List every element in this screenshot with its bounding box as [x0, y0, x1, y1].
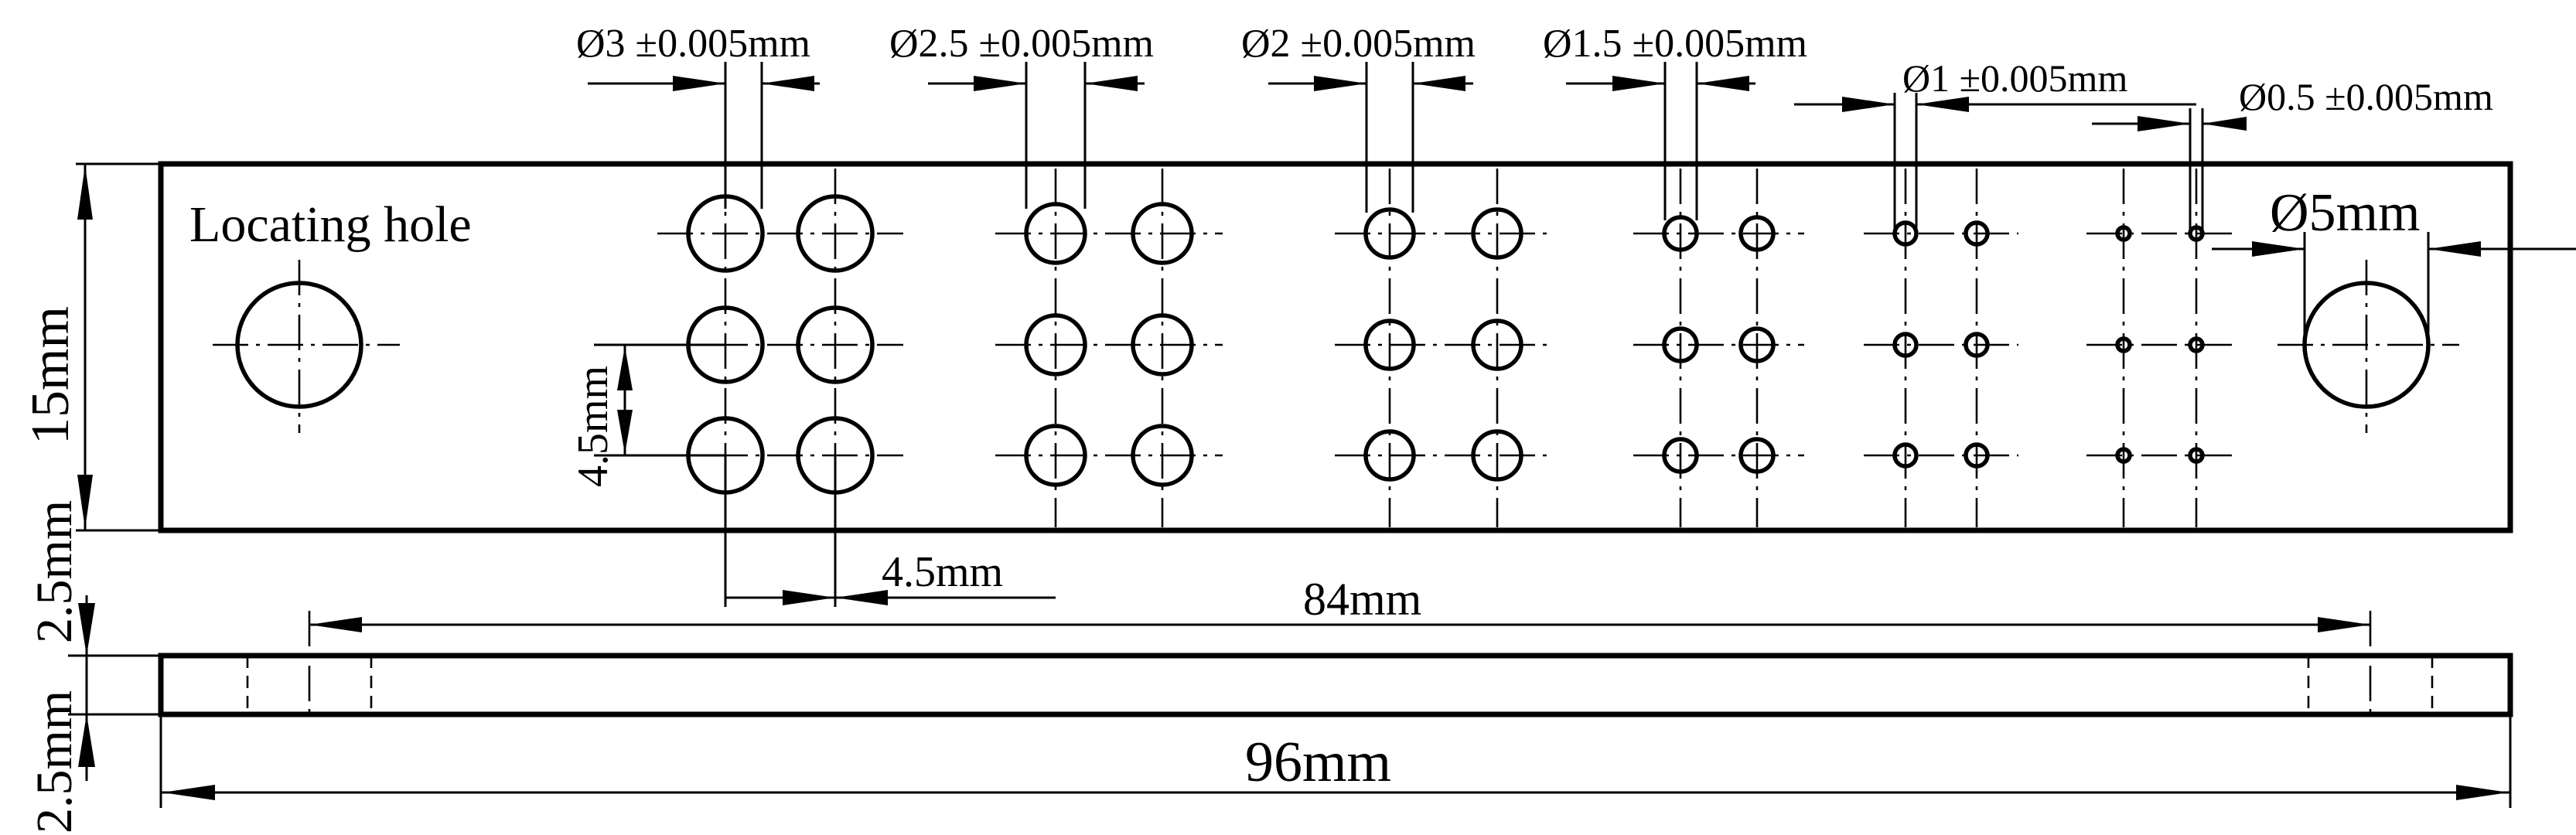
dim-d1_5 — [1566, 62, 1755, 220]
dim-hole-span — [309, 617, 2370, 632]
hole-group-d3 — [657, 169, 903, 527]
hole-d1_5 — [1738, 437, 1776, 474]
hole-d1 — [1892, 332, 1919, 358]
plate-width-label: 15mm — [21, 306, 80, 445]
hole-span-label: 84mm — [1303, 574, 1421, 625]
locating-hole-label: Locating hole — [189, 196, 472, 253]
plate-thickness-label-lower: 2.5mm — [26, 690, 83, 833]
right-locating-hole — [2277, 260, 2459, 433]
hole-d1 — [1892, 442, 1919, 469]
plate-side-view-outline — [158, 653, 2513, 717]
hole-d0_5 — [2188, 447, 2205, 464]
hole-d3 — [796, 305, 875, 384]
side-view-hidden-lines — [246, 611, 2434, 714]
hole-d3 — [796, 194, 875, 273]
hole-d1 — [1964, 220, 1990, 247]
column-pitch-label: 4.5mm — [882, 548, 1003, 596]
callout-d2: Ø2 ±0.005mm — [1241, 22, 1476, 66]
dim-column-pitch — [724, 455, 1056, 607]
hole-d2 — [1363, 429, 1416, 482]
hole-d2_5 — [1024, 313, 1087, 377]
callout-d0_5: Ø0.5 ±0.005mm — [2239, 75, 2493, 118]
hole-d1_5 — [1662, 326, 1699, 363]
dim-d3 — [588, 62, 820, 209]
dim-plate-thickness — [68, 595, 161, 781]
hole-d1 — [1964, 332, 1990, 358]
hole-d1_5 — [1662, 215, 1699, 252]
dim-d2 — [1268, 62, 1473, 213]
hole-d2 — [1363, 207, 1416, 260]
dim-d0_5 — [2092, 108, 2247, 230]
dim-d1 — [1794, 93, 2196, 228]
hole-group-d0_5 — [2086, 169, 2233, 527]
hole-d0_5 — [2188, 336, 2205, 353]
hole-d0_5 — [2115, 225, 2132, 242]
callout-d1: Ø1 ±0.005mm — [1902, 56, 2127, 100]
callout-d3: Ø3 ±0.005mm — [576, 22, 810, 66]
hole-group-d1 — [1864, 169, 2018, 527]
hole-group-d2_5 — [995, 169, 1223, 527]
hole-d2_5 — [1131, 424, 1194, 487]
plate-top-view-outline — [158, 161, 2513, 533]
callout-d1_5: Ø1.5 ±0.005mm — [1543, 22, 1807, 66]
hole-d1_5 — [1662, 437, 1699, 474]
dim-d2_5 — [928, 62, 1145, 209]
dim-plate-length — [159, 714, 2512, 808]
callout-d2_5: Ø2.5 ±0.005mm — [889, 22, 1154, 66]
hole-d0_5 — [2115, 336, 2132, 353]
locating-hole-diameter: Ø5mm — [2270, 183, 2420, 243]
plate-length-label: 96mm — [1245, 731, 1391, 794]
hole-d2_5 — [1024, 202, 1087, 265]
dim-locating-hole-diameter — [2212, 232, 2576, 344]
hole-d1_5 — [1738, 326, 1776, 363]
dim-plate-width — [76, 162, 161, 532]
hole-d2_5 — [1131, 313, 1194, 377]
hole-d2_5 — [1024, 424, 1087, 487]
hole-d1 — [1892, 220, 1919, 247]
hole-d1_5 — [1738, 215, 1776, 252]
hole-d2_5 — [1131, 202, 1194, 265]
hole-array — [657, 169, 2233, 527]
row-pitch-label: 4.5mm — [569, 366, 617, 487]
left-locating-hole — [213, 260, 400, 433]
hole-d2 — [1471, 429, 1523, 482]
dim-row-pitch — [594, 343, 725, 457]
plate-thickness-label-upper: 2.5mm — [26, 500, 83, 643]
hole-d0_5 — [2115, 447, 2132, 464]
hole-d2 — [1471, 319, 1523, 371]
hole-d0_5 — [2188, 225, 2205, 242]
hole-d1 — [1964, 442, 1990, 469]
hole-d2 — [1471, 207, 1523, 260]
hole-group-d1_5 — [1633, 169, 1804, 527]
hole-group-d2 — [1335, 169, 1552, 527]
hole-d2 — [1363, 319, 1416, 371]
